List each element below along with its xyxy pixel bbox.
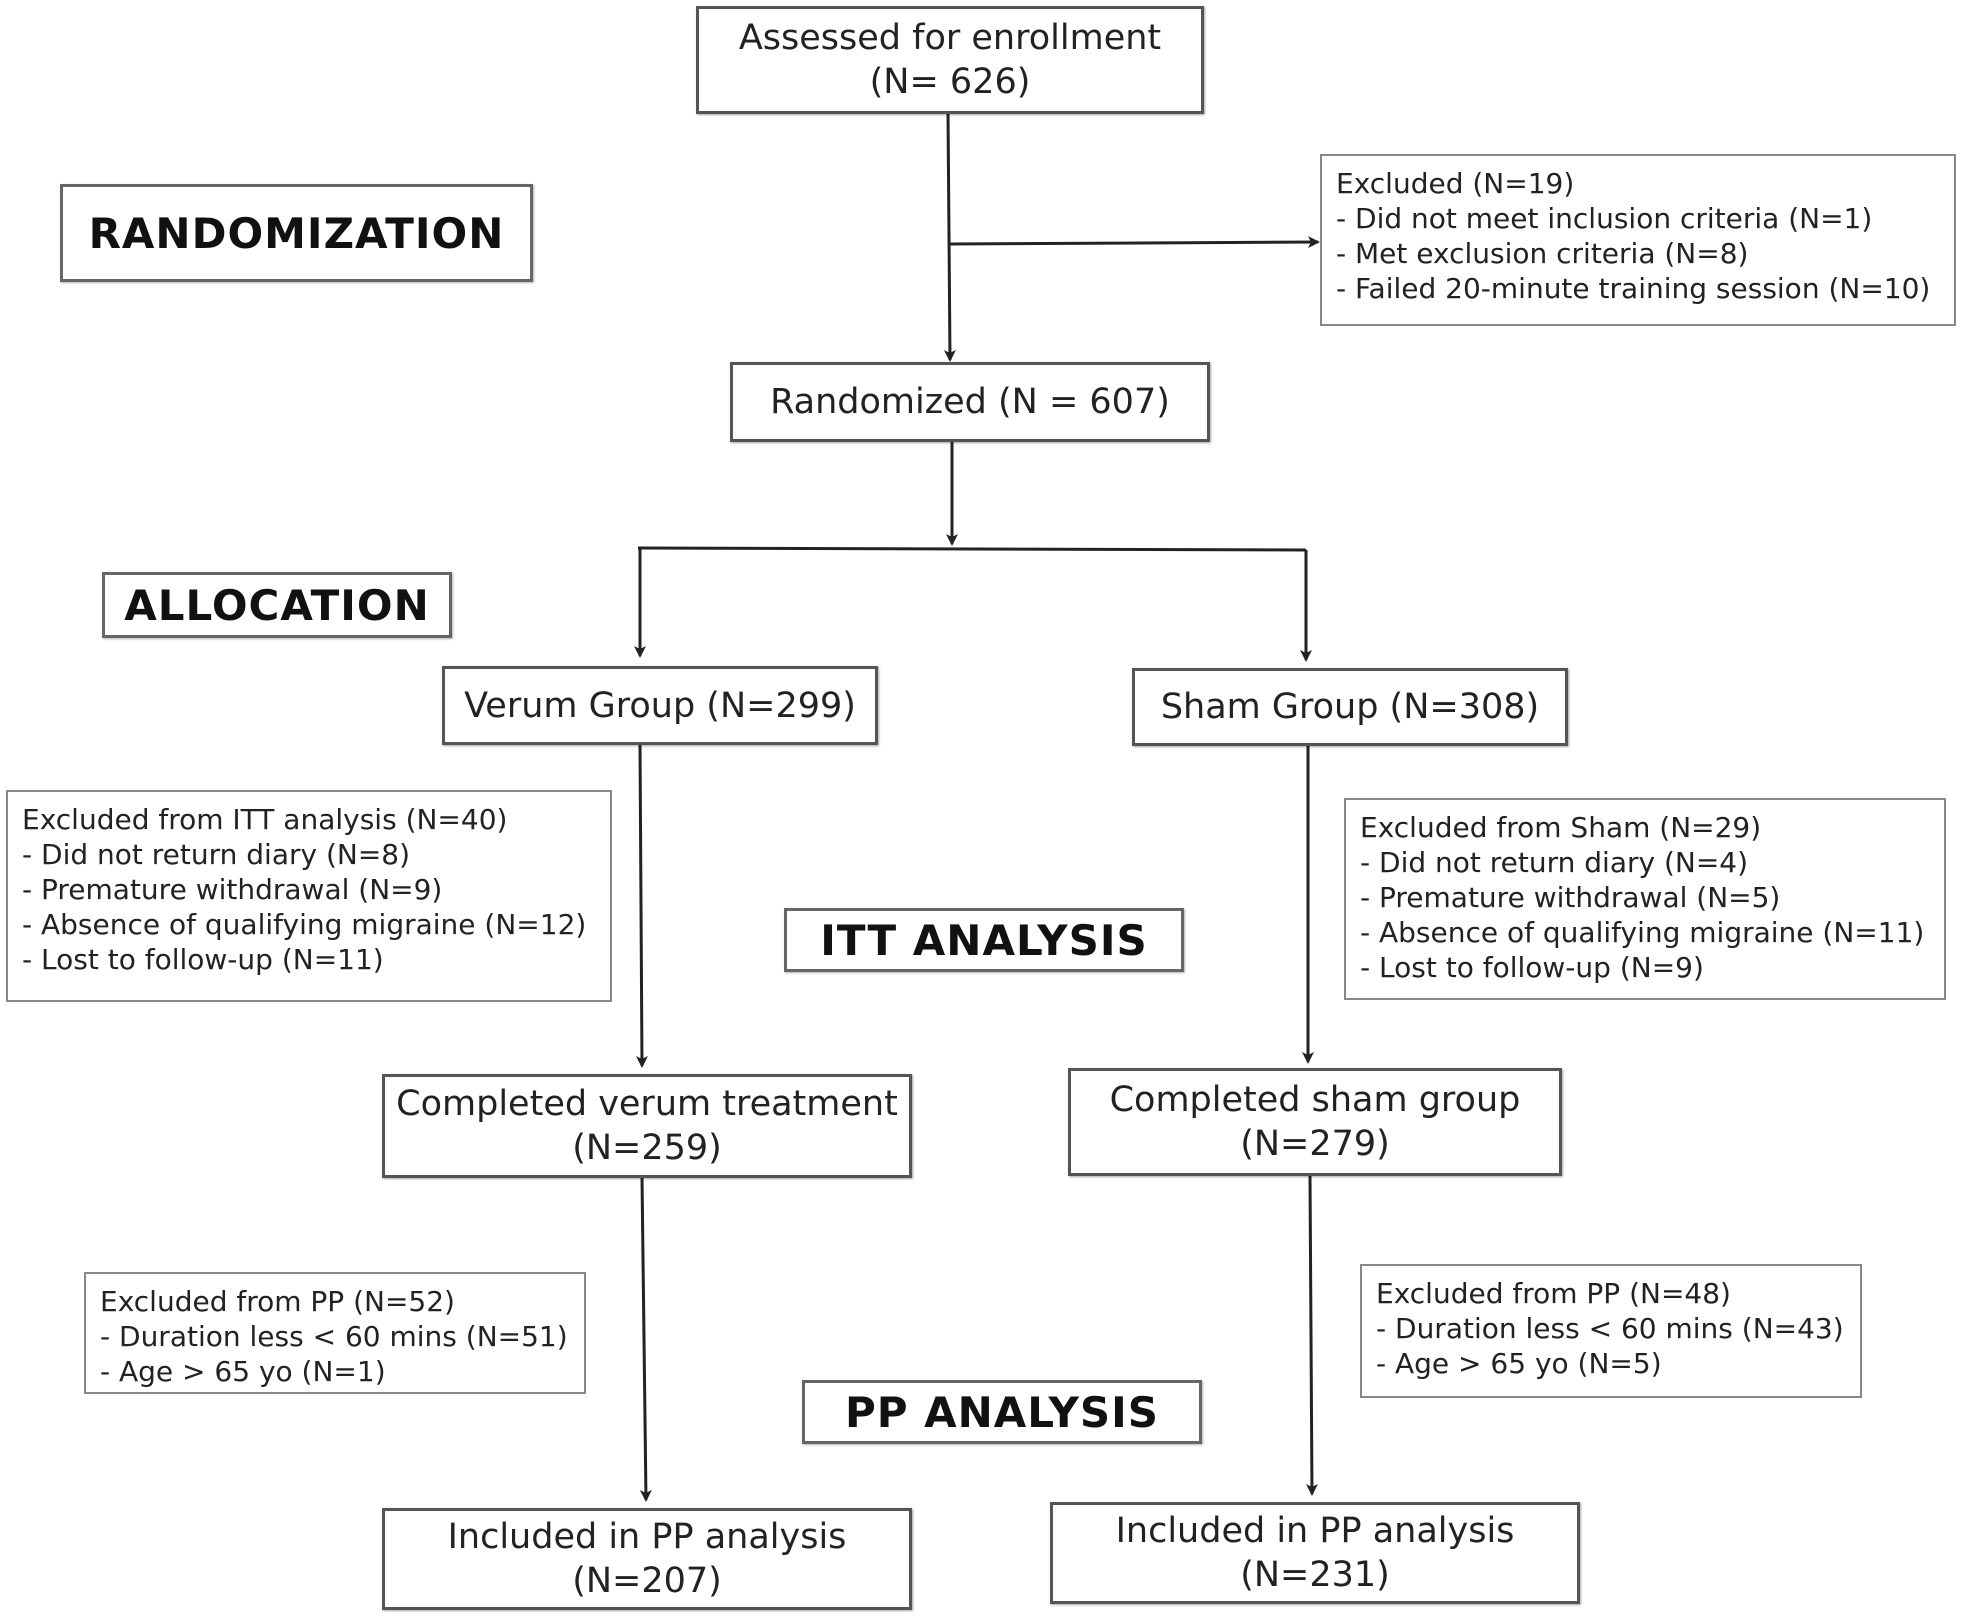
sham-pp-excluded-item: - Age > 65 yo (N=5) xyxy=(1376,1347,1662,1380)
verum-group-box: Verum Group (N=299) xyxy=(442,666,878,745)
excluded-item: - Met exclusion criteria (N=8) xyxy=(1336,237,1749,270)
sham-itt-excluded-item: - Lost to follow-up (N=9) xyxy=(1360,951,1704,984)
verum-itt-excluded-item: - Premature withdrawal (N=9) xyxy=(22,873,443,906)
verum-completed-box: Completed verum treatment (N=259) xyxy=(382,1074,912,1178)
sham-completed-box: Completed sham group (N=279) xyxy=(1068,1068,1562,1176)
sham-itt-excluded-title: Excluded from Sham (N=29) xyxy=(1360,811,1762,844)
verum-completed-label: Completed verum treatment xyxy=(396,1084,898,1124)
verum-pp-excluded-box: Excluded from PP (N=52) - Duration less … xyxy=(84,1272,586,1394)
excluded-box: Excluded (N=19) - Did not meet inclusion… xyxy=(1320,154,1956,326)
verum-included-label: Included in PP analysis xyxy=(447,1517,847,1557)
stage-allocation: ALLOCATION xyxy=(102,572,452,638)
verum-itt-excluded-box: Excluded from ITT analysis (N=40) - Did … xyxy=(6,790,612,1002)
enrollment-count: (N= 626) xyxy=(869,62,1031,102)
sham-completed-label: Completed sham group xyxy=(1109,1080,1521,1120)
stage-itt-analysis: ITT ANALYSIS xyxy=(784,908,1184,972)
verum-included-box: Included in PP analysis (N=207) xyxy=(382,1508,912,1610)
verum-included-count: (N=207) xyxy=(572,1561,722,1601)
stage-pp-analysis: PP ANALYSIS xyxy=(802,1380,1202,1444)
verum-pp-excluded-item: - Duration less < 60 mins (N=51) xyxy=(100,1320,568,1353)
sham-included-box: Included in PP analysis (N=231) xyxy=(1050,1502,1580,1604)
stage-randomization: RANDOMIZATION xyxy=(60,184,533,282)
sham-pp-excluded-box: Excluded from PP (N=48) - Duration less … xyxy=(1360,1264,1862,1398)
enrollment-box: Assessed for enrollment (N= 626) xyxy=(696,6,1204,114)
randomized-box: Randomized (N = 607) xyxy=(730,362,1210,442)
sham-completed-count: (N=279) xyxy=(1240,1124,1390,1164)
sham-group-label: Sham Group (N=308) xyxy=(1160,687,1540,727)
excluded-item: - Failed 20-minute training session (N=1… xyxy=(1336,272,1931,305)
verum-pp-excluded-title: Excluded from PP (N=52) xyxy=(100,1285,455,1318)
excluded-title: Excluded (N=19) xyxy=(1336,167,1575,200)
sham-pp-excluded-item: - Duration less < 60 mins (N=43) xyxy=(1376,1312,1844,1345)
verum-itt-excluded-item: - Lost to follow-up (N=11) xyxy=(22,943,384,976)
verum-itt-excluded-title: Excluded from ITT analysis (N=40) xyxy=(22,803,508,836)
sham-included-count: (N=231) xyxy=(1240,1555,1390,1595)
sham-itt-excluded-item: - Did not return diary (N=4) xyxy=(1360,846,1749,879)
sham-itt-excluded-item: - Absence of qualifying migraine (N=11) xyxy=(1360,916,1925,949)
verum-group-label: Verum Group (N=299) xyxy=(464,685,856,726)
verum-pp-excluded-item: - Age > 65 yo (N=1) xyxy=(100,1355,386,1388)
arrow-sham-completed-to-included xyxy=(1305,1175,1318,1496)
randomized-label: Randomized (N = 607) xyxy=(770,382,1170,422)
arrow-verum-to-completed xyxy=(635,744,648,1068)
arrow-verum-completed-to-included xyxy=(639,1176,652,1502)
verum-itt-excluded-item: - Did not return diary (N=8) xyxy=(22,838,411,871)
sham-itt-excluded-item: - Premature withdrawal (N=5) xyxy=(1360,881,1781,914)
sham-pp-excluded-title: Excluded from PP (N=48) xyxy=(1376,1277,1731,1310)
verum-itt-excluded-item: - Absence of qualifying migraine (N=12) xyxy=(22,908,587,941)
enrollment-label: Assessed for enrollment xyxy=(738,18,1162,58)
sham-included-label: Included in PP analysis xyxy=(1115,1511,1515,1551)
excluded-item: - Did not meet inclusion criteria (N=1) xyxy=(1336,202,1873,235)
arrow-enroll-to-randomized xyxy=(943,111,956,362)
split-line xyxy=(637,546,1307,552)
arrow-to-excluded xyxy=(949,236,1320,249)
sham-group-box: Sham Group (N=308) xyxy=(1132,668,1568,746)
sham-itt-excluded-box: Excluded from Sham (N=29) - Did not retu… xyxy=(1344,798,1946,1000)
verum-completed-count: (N=259) xyxy=(572,1128,722,1168)
